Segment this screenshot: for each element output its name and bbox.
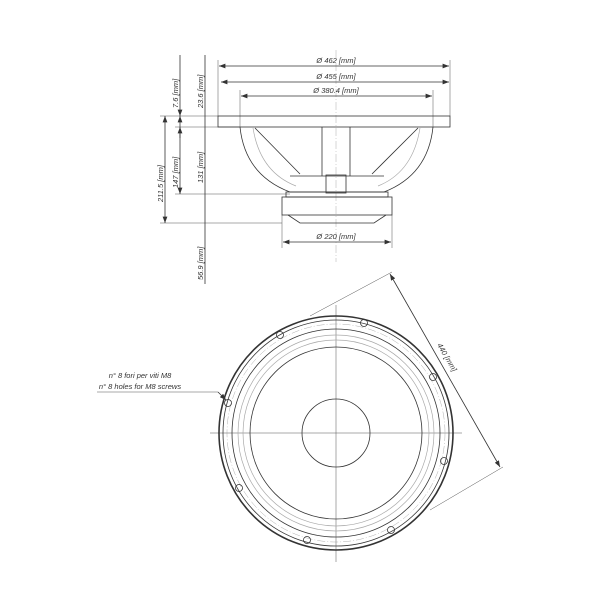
dim-23-6-label: 23.6 [mm] bbox=[196, 74, 205, 109]
dim-131-label: 131 [mm] bbox=[196, 151, 205, 183]
flange bbox=[217, 115, 451, 128]
hole-note-english: n° 8 holes for M8 screws bbox=[99, 382, 181, 391]
dim-7-6-label: 7.6 [mm] bbox=[171, 78, 180, 108]
dim-380-label: Ø 380.4 [mm] bbox=[312, 86, 359, 95]
dim-220-label: Ø 220 [mm] bbox=[315, 232, 356, 241]
dim-440-label: 440 [mm] bbox=[435, 342, 459, 374]
dim-line-440 bbox=[389, 273, 501, 468]
dust-cap bbox=[301, 398, 371, 468]
dim-462-label: Ø 462 [mm] bbox=[315, 56, 356, 65]
magnet bbox=[281, 196, 393, 216]
front-view: 440 [mm] n° 8 fori per viti M8 n° 8 hole… bbox=[97, 271, 504, 562]
basket bbox=[239, 126, 434, 193]
side-view: Ø 462 [mm] Ø 455 [mm] Ø 380.4 [mm] Ø 220… bbox=[156, 50, 451, 284]
dim-147-label: 147 [mm] bbox=[171, 156, 180, 188]
hole-note-italian: n° 8 fori per viti M8 bbox=[109, 371, 172, 380]
dim-56-9-label: 56.9 [mm] bbox=[196, 246, 205, 280]
dim-211-5-label: 211.5 [mm] bbox=[156, 164, 165, 203]
dim-455-label: Ø 455 [mm] bbox=[315, 72, 356, 81]
